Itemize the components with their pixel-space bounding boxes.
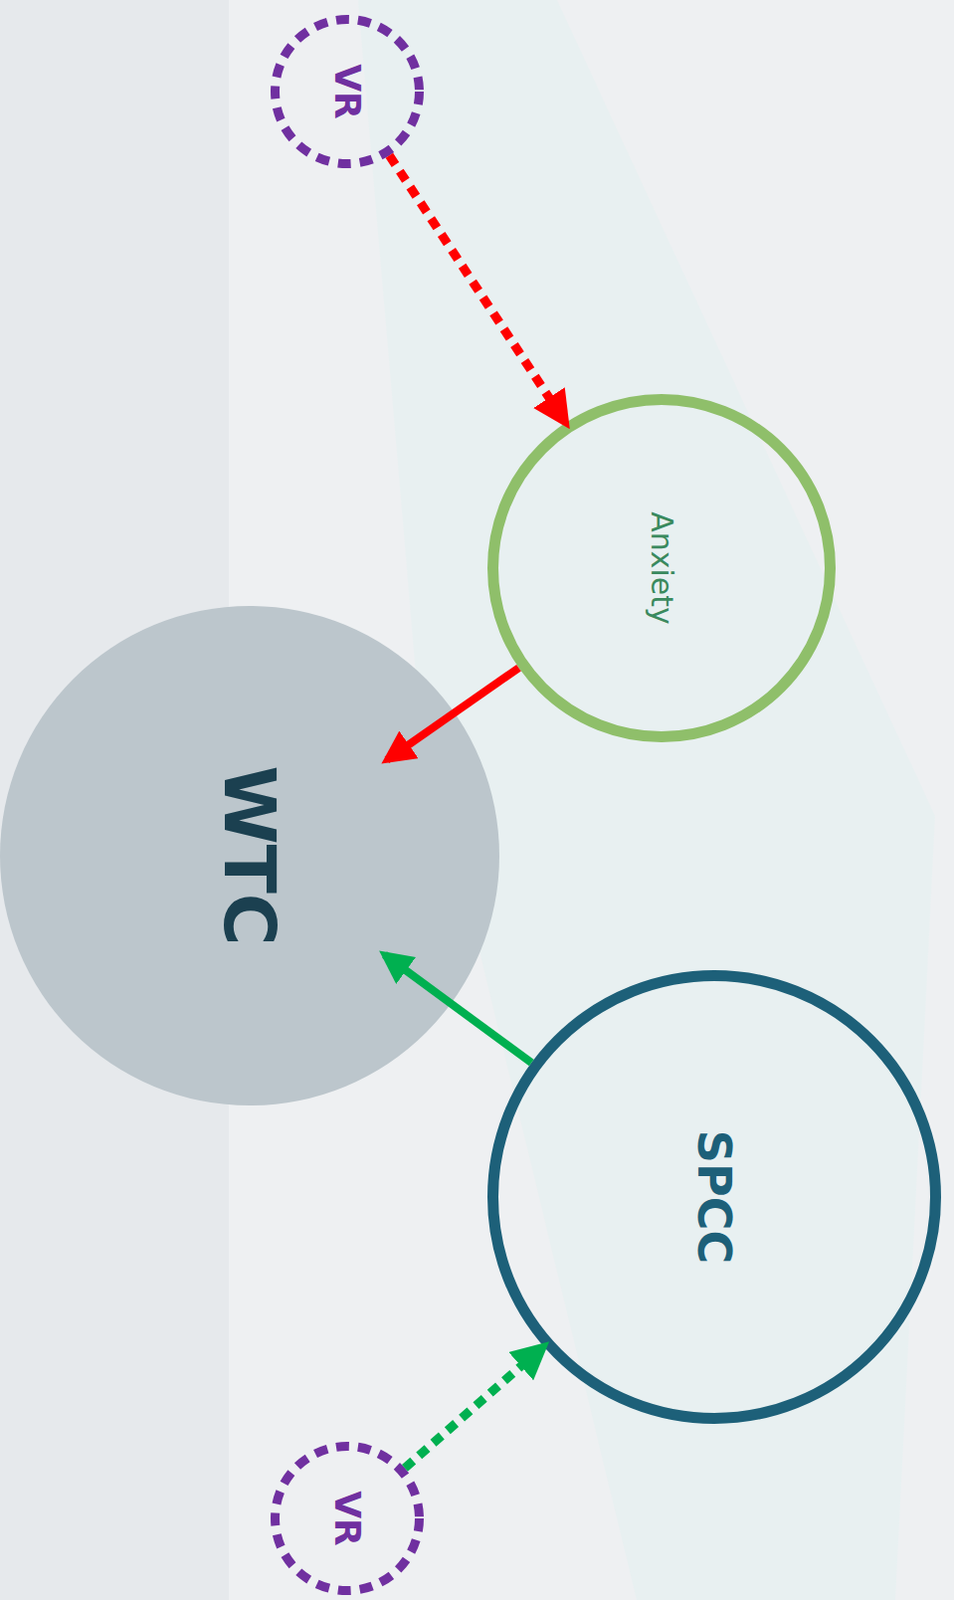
node-label: VR [329, 63, 366, 120]
node-label: VR [329, 1490, 366, 1546]
anxiety-circle: Anxiety [487, 393, 836, 743]
spcc-circle: SPCC [487, 969, 942, 1424]
node-label: WTC [213, 764, 286, 946]
wtc-circle: WTC [0, 605, 500, 1106]
arrow-connector [404, 1345, 545, 1468]
arrow-connector [386, 667, 520, 761]
node-label: Anxiety [646, 511, 677, 625]
vr-circle: VR [270, 14, 424, 169]
arrow-connector [384, 954, 533, 1063]
arrow-connector [388, 155, 566, 423]
node-label: SPCC [691, 1130, 738, 1264]
vr-circle: VR [270, 1441, 424, 1595]
